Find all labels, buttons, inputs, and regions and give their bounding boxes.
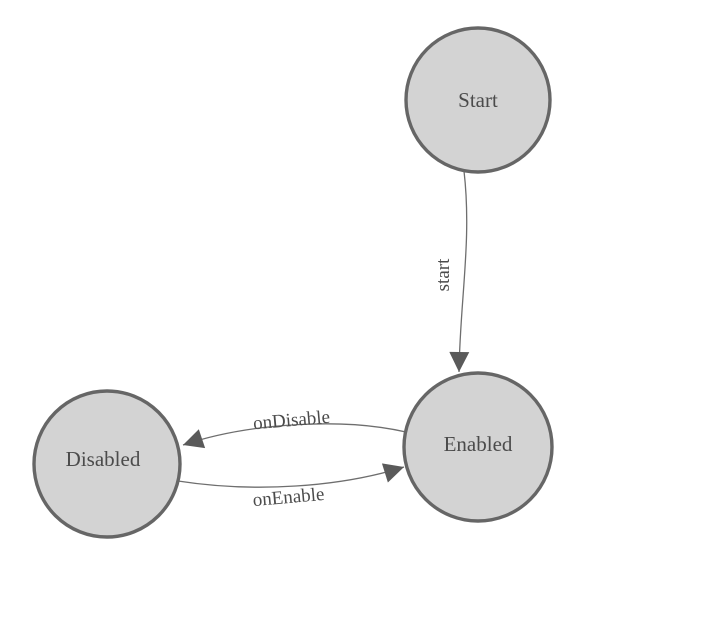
node-enabled-label: Enabled: [444, 432, 513, 456]
node-enabled-circle[interactable]: [402, 371, 554, 523]
edge-label-ondisable: onDisable: [252, 407, 331, 435]
node-enabled[interactable]: Enabled: [402, 371, 554, 523]
node-start-label: Start: [458, 88, 498, 112]
node-start-circle[interactable]: [404, 26, 552, 174]
edge-line-ondisable: [182, 423, 407, 449]
edge-enabled-to-disabled: onDisable: [182, 407, 407, 449]
edge-line-onenable: [177, 463, 405, 488]
edge-disabled-to-enabled: onEnable: [177, 463, 405, 511]
node-start[interactable]: Start: [404, 26, 552, 174]
node-disabled-label: Disabled: [66, 447, 141, 471]
node-disabled[interactable]: Disabled: [32, 389, 182, 539]
edge-start-to-enabled: start: [433, 170, 470, 373]
edge-label-onenable: onEnable: [252, 484, 325, 511]
edge-label-start: start: [433, 258, 454, 291]
edge-line-start: [449, 170, 470, 373]
node-disabled-circle[interactable]: [32, 389, 182, 539]
